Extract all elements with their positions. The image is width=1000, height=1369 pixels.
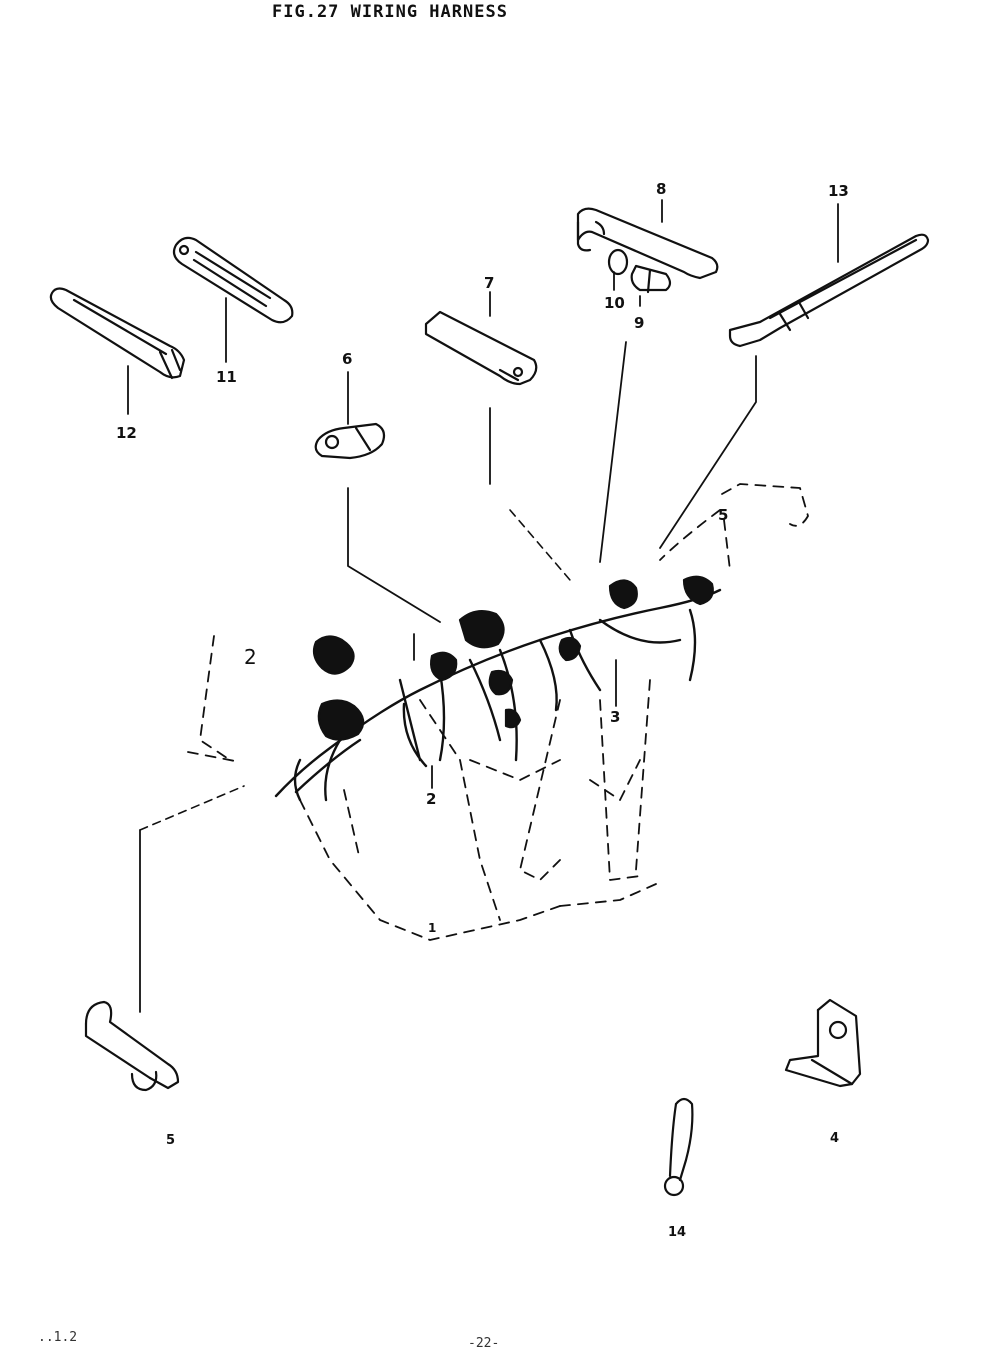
callout-3: 3 <box>610 708 620 726</box>
part-4-l-bracket <box>784 998 862 1088</box>
figure-title: FIG.27 WIRING HARNESS <box>272 2 508 22</box>
callout-6: 6 <box>342 350 352 368</box>
footer-left-code: ..1.2 <box>38 1330 78 1345</box>
callout-8: 8 <box>656 180 666 198</box>
callout-12: 12 <box>116 424 137 442</box>
part-5-clip <box>84 1000 180 1092</box>
part-10-washer <box>607 248 629 276</box>
callout-14: 14 <box>668 1225 686 1240</box>
callout-10: 10 <box>604 294 625 312</box>
callout-11: 11 <box>216 368 237 386</box>
callout-13: 13 <box>828 182 849 200</box>
main-harness <box>274 588 722 802</box>
leader-lines <box>127 199 839 1013</box>
part-6-connector <box>314 422 386 460</box>
callout-2-left: 2 <box>244 645 257 669</box>
part-11-slotted-plate <box>172 236 294 324</box>
callout-5-top: 5 <box>718 506 728 524</box>
part-7-flat-band <box>424 310 538 386</box>
page-number: -22- <box>468 1336 500 1351</box>
callout-5: 5 <box>166 1133 175 1148</box>
callout-numbers: 12 11 6 7 8 10 9 13 5 2 2 3 1 5 4 14 <box>116 180 849 1240</box>
part-9-bolt <box>630 264 672 294</box>
part-13-cable-tie <box>728 233 930 348</box>
callout-1: 1 <box>428 921 436 935</box>
callout-2: 2 <box>426 790 436 808</box>
part-14-terminal <box>663 1097 694 1197</box>
callout-4: 4 <box>830 1131 839 1146</box>
callout-9: 9 <box>634 314 644 332</box>
harness-connectors <box>312 575 714 741</box>
callout-7: 7 <box>484 274 494 292</box>
part-8-bracket <box>576 207 719 280</box>
phantom-outline <box>187 483 809 941</box>
leader-lines-dashed <box>139 509 571 831</box>
part-12-strap-clamp <box>49 287 186 380</box>
